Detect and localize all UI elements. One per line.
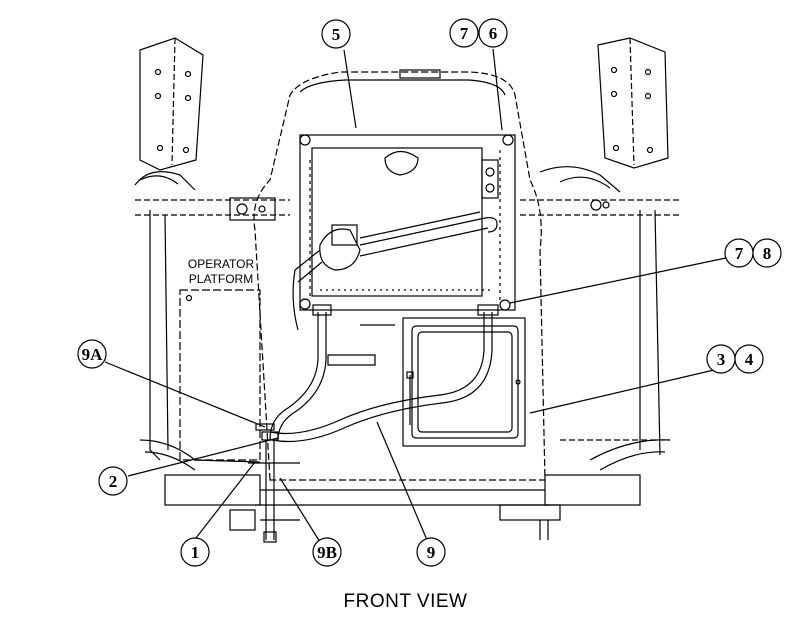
leader-lines [104,48,727,543]
body-details [260,324,395,521]
callout-5-text: 5 [332,25,341,44]
callout-6-text: 6 [489,24,498,43]
left-upright [134,37,204,191]
left-platform [139,210,261,471]
right-platform [560,209,671,471]
callout-5: 5 [321,19,351,49]
callout-8-text: 8 [763,244,772,263]
callout-2: 2 [98,466,128,496]
callout-6: 6 [478,18,508,48]
callout-9: 9 [416,537,446,567]
callout-1-text: 1 [191,543,200,562]
callout-7-top-text: 7 [460,24,469,43]
drain-tube [248,423,300,543]
mounting-plate [299,134,516,311]
callout-8: 8 [752,238,782,268]
pump-assembly [292,211,498,331]
reservoir-tank [402,317,526,447]
callout-9B: 9B [312,537,342,567]
right-upright [539,37,669,211]
platform-label-line1: OPERATOR [188,257,255,271]
base-frame [164,474,641,540]
callout-4: 4 [734,344,764,374]
callout-4-text: 4 [745,350,754,369]
callout-7-right-text: 7 [735,244,744,263]
callout-7-right: 7 [724,238,754,268]
machine-body [135,69,680,481]
callout-2-text: 2 [109,472,118,491]
callout-9B-text: 9B [317,543,337,562]
callout-3-text: 3 [717,350,726,369]
callout-7-top: 7 [449,18,479,48]
hose-9 [269,304,499,443]
callout-9A-text: 9A [82,345,104,364]
callout-1: 1 [180,537,210,567]
callout-3: 3 [706,344,736,374]
callout-9A: 9A [77,339,107,369]
callout-9-text: 9 [427,543,436,562]
figure-caption: FRONT VIEW [343,591,468,612]
platform-label-line2: PLATFORM [189,272,253,286]
